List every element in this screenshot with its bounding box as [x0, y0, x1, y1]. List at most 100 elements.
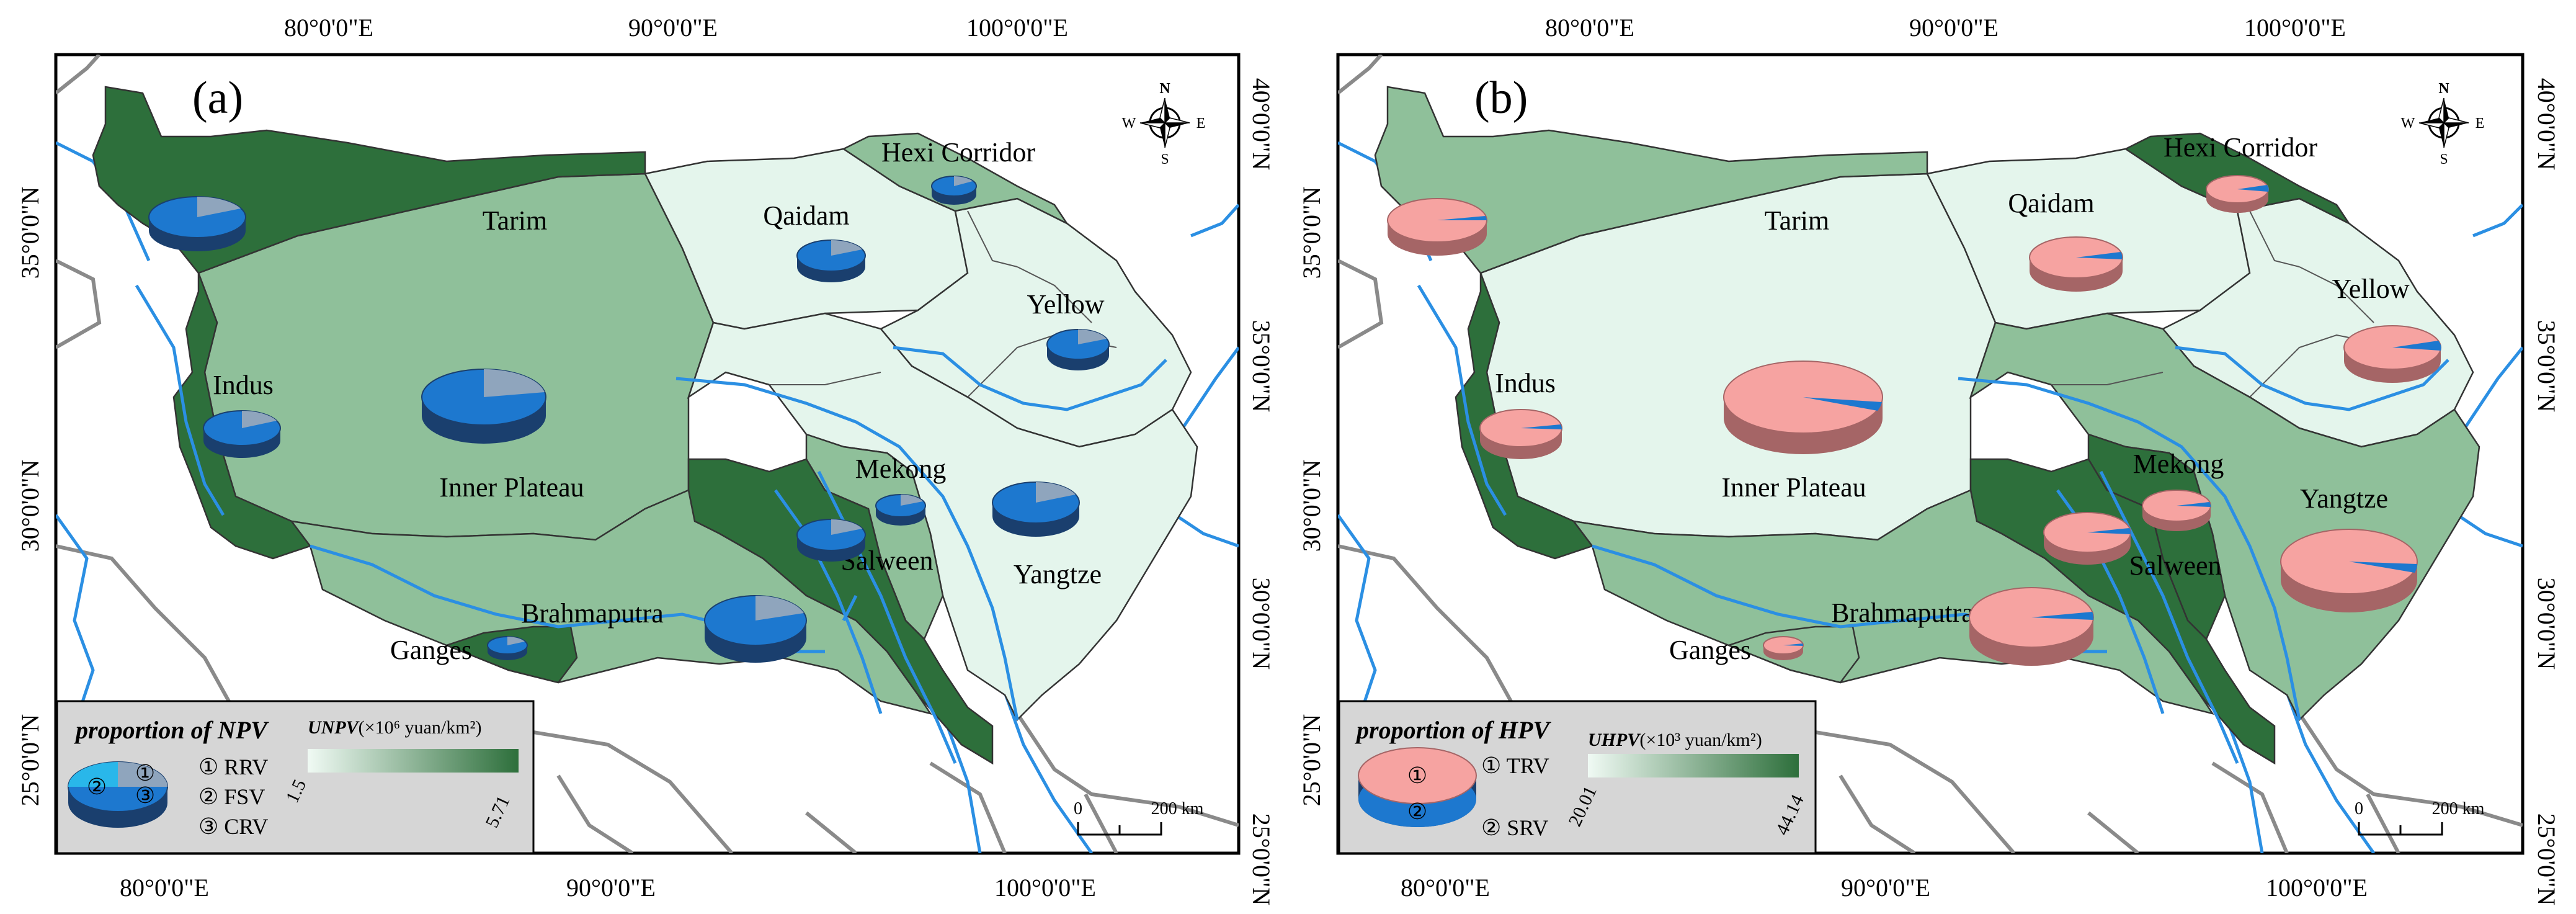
region-tarim-b [1374, 86, 1928, 274]
pie-inner-plateau [421, 369, 546, 444]
region-labels: Tarim Hexi Corridor Qaidam Yellow Indus … [213, 137, 1105, 665]
pie-yellow [1046, 329, 1110, 370]
npv-pies [148, 176, 1110, 663]
pie-ganges [487, 636, 528, 660]
right-tick-40-b: 40°0'0"N [2533, 78, 2560, 170]
color-ramp-b [1588, 754, 1799, 777]
compass-b-n: N [2438, 81, 2449, 97]
legend-hpv: proportion of HPV ① ② ① TRV ② SRV UHPV(×… [1338, 700, 1817, 854]
ramp-b-title: UHPV [1588, 730, 1641, 750]
label-tarim: Tarim [483, 205, 547, 236]
left-tick-25-a: 25°0'0"N [16, 714, 44, 806]
label-brahmaputra: Brahmaputra [521, 598, 664, 629]
left-tick-35-a: 35°0'0"N [16, 187, 44, 279]
ramp-unit: (×10⁶ yuan/km²) [359, 717, 482, 738]
label-qaidam: Qaidam [763, 200, 849, 231]
pie-b-brahmaputra [1969, 587, 2094, 666]
legend-item-srv: ② SRV [1481, 815, 1548, 840]
scale-zero: 0 [1074, 799, 1082, 818]
compass-icon: N S E W [1122, 81, 1206, 168]
svg-text:UNPV(×10⁶ yuan/km²): UNPV(×10⁶ yuan/km²) [308, 717, 482, 738]
legend-item-trv: ① TRV [1481, 753, 1549, 778]
pie-brahmaputra [704, 595, 807, 663]
pie-b-qaidam [2029, 236, 2123, 292]
label-tarim-b: Tarim [1765, 205, 1829, 236]
compass-b-w: W [2401, 115, 2415, 132]
right-tick-30-a: 30°0'0"N [1247, 578, 1275, 670]
legend-b-title: proportion of HPV [1355, 716, 1551, 744]
svg-text:UHPV(×10³ yuan/km²): UHPV(×10³ yuan/km²) [1588, 730, 1762, 750]
bottom-tick-90-a: 90°0'0"E [566, 874, 656, 902]
bottom-tick-100-a: 100°0'0"E [994, 874, 1096, 902]
hpv-pies [1387, 175, 2441, 666]
pie-yangtze [992, 482, 1080, 537]
label-indus-b: Indus [1495, 368, 1556, 398]
label-inner-plateau: Inner Plateau [439, 472, 584, 503]
label-brahmaputra-b: Brahmaputra [1831, 598, 1974, 628]
pie-b-ganges [1763, 636, 1804, 660]
legend-item-rrv: ① RRV [198, 755, 268, 779]
label-salween-b: Salween [2129, 550, 2221, 581]
right-tick-25-a: 25°0'0"N [1247, 813, 1275, 905]
axis-ticks-a: 80°0'0"E 90°0'0"E 100°0'0"E 80°0'0"E 90°… [16, 14, 1275, 905]
compass-b-s: S [2440, 151, 2448, 168]
svg-text:①: ① [135, 761, 155, 786]
right-tick-40-a: 40°0'0"N [1247, 78, 1275, 170]
top-tick-90-b: 90°0'0"E [1909, 14, 1999, 42]
legend-title: proportion of NPV [74, 716, 269, 744]
top-tick-80-b: 80°0'0"E [1545, 14, 1634, 42]
sub-basin-lines [769, 210, 1117, 398]
legend-b-pie: ① ② [1358, 747, 1477, 827]
pie-b-hexi [2206, 175, 2269, 213]
svg-text:②: ② [87, 774, 107, 799]
left-tick-30-b: 30°0'0"N [1298, 460, 1326, 552]
region-labels-b: Tarim Hexi Corridor Qaidam Yellow Indus … [1495, 132, 2410, 665]
label-yellow: Yellow [1027, 289, 1104, 320]
bottom-tick-100-b: 100°0'0"E [2266, 874, 2368, 902]
legend-item-crv: ③ CRV [198, 814, 268, 839]
label-mekong: Mekong [855, 454, 947, 484]
label-indus: Indus [213, 370, 274, 400]
pie-b-mekong [2142, 490, 2211, 531]
scale-b-zero: 0 [2355, 799, 2363, 818]
bottom-tick-90-b: 90°0'0"E [1841, 874, 1930, 902]
ramp-b-unit: (×10³ yuan/km²) [1639, 730, 1762, 750]
right-tick-25-b: 25°0'0"N [2533, 813, 2560, 905]
compass-w: W [1122, 115, 1136, 132]
scale-distance: 200 km [1151, 799, 1204, 818]
label-ganges-b: Ganges [1669, 635, 1751, 665]
legend-item-fsv: ② FSV [198, 784, 265, 809]
bottom-tick-80-b: 80°0'0"E [1401, 874, 1490, 902]
label-inner-plateau-b: Inner Plateau [1721, 472, 1866, 503]
label-mekong-b: Mekong [2133, 449, 2224, 479]
pie-qaidam [796, 240, 866, 282]
scale-bar: 0 200 km [1074, 799, 1204, 836]
panel-label-a: (a) [192, 73, 243, 123]
compass-icon-b: N S E W [2401, 81, 2485, 168]
region-yangtze [687, 312, 1198, 722]
label-hexi-corridor-b: Hexi Corridor [2164, 132, 2317, 163]
pie-mekong [875, 494, 926, 526]
top-tick-90-a: 90°0'0"E [628, 14, 718, 42]
axis-ticks-b: 80°0'0"E 90°0'0"E 100°0'0"E 80°0'0"E 90°… [1298, 14, 2560, 905]
color-ramp [308, 749, 519, 773]
pie-b-yangtze [2280, 529, 2418, 612]
pie-b-indus [1479, 409, 1562, 459]
right-tick-30-b: 30°0'0"N [2533, 578, 2560, 670]
pie-hexi [931, 176, 977, 205]
top-tick-80-a: 80°0'0"E [284, 14, 373, 42]
label-yangtze-b: Yangtze [2300, 483, 2388, 514]
label-ganges: Ganges [390, 635, 472, 665]
svg-text:③: ③ [135, 783, 155, 808]
compass-n: N [1159, 81, 1170, 97]
pie-salween [796, 519, 866, 562]
left-tick-30-a: 30°0'0"N [16, 460, 44, 552]
scale-bar-b: 0 200 km [2355, 799, 2485, 836]
label-yellow-b: Yellow [2332, 274, 2409, 304]
compass-b-e: E [2476, 115, 2485, 132]
region-yangtze-b [1969, 312, 2480, 722]
compass-s: S [1161, 151, 1169, 168]
pie-indus [203, 410, 281, 458]
label-yangtze: Yangtze [1014, 559, 1102, 589]
panel-b-hpv-map: Tarim Hexi Corridor Qaidam Yellow Indus … [1336, 53, 2525, 855]
